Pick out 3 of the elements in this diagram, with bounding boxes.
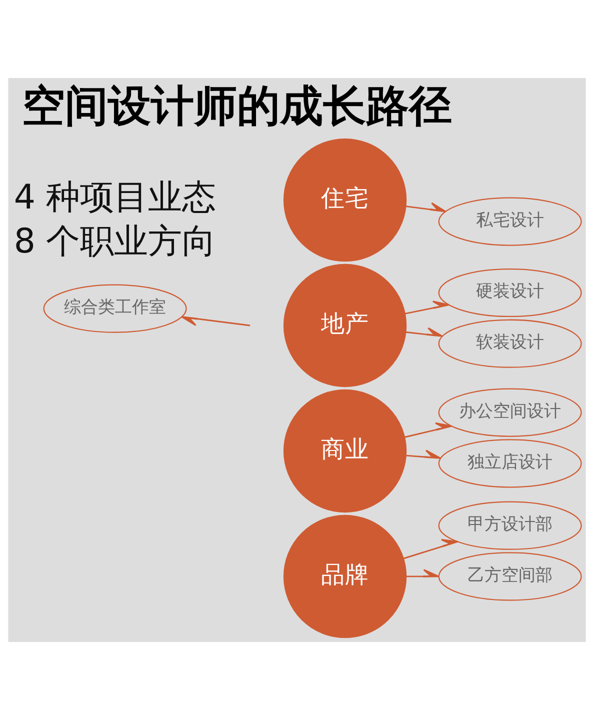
label: 8 个职业方向 <box>14 222 216 261</box>
label: 4 种项目业态 <box>14 178 216 217</box>
diagram-title: 空间设计师的成长路径 <box>22 81 452 132</box>
